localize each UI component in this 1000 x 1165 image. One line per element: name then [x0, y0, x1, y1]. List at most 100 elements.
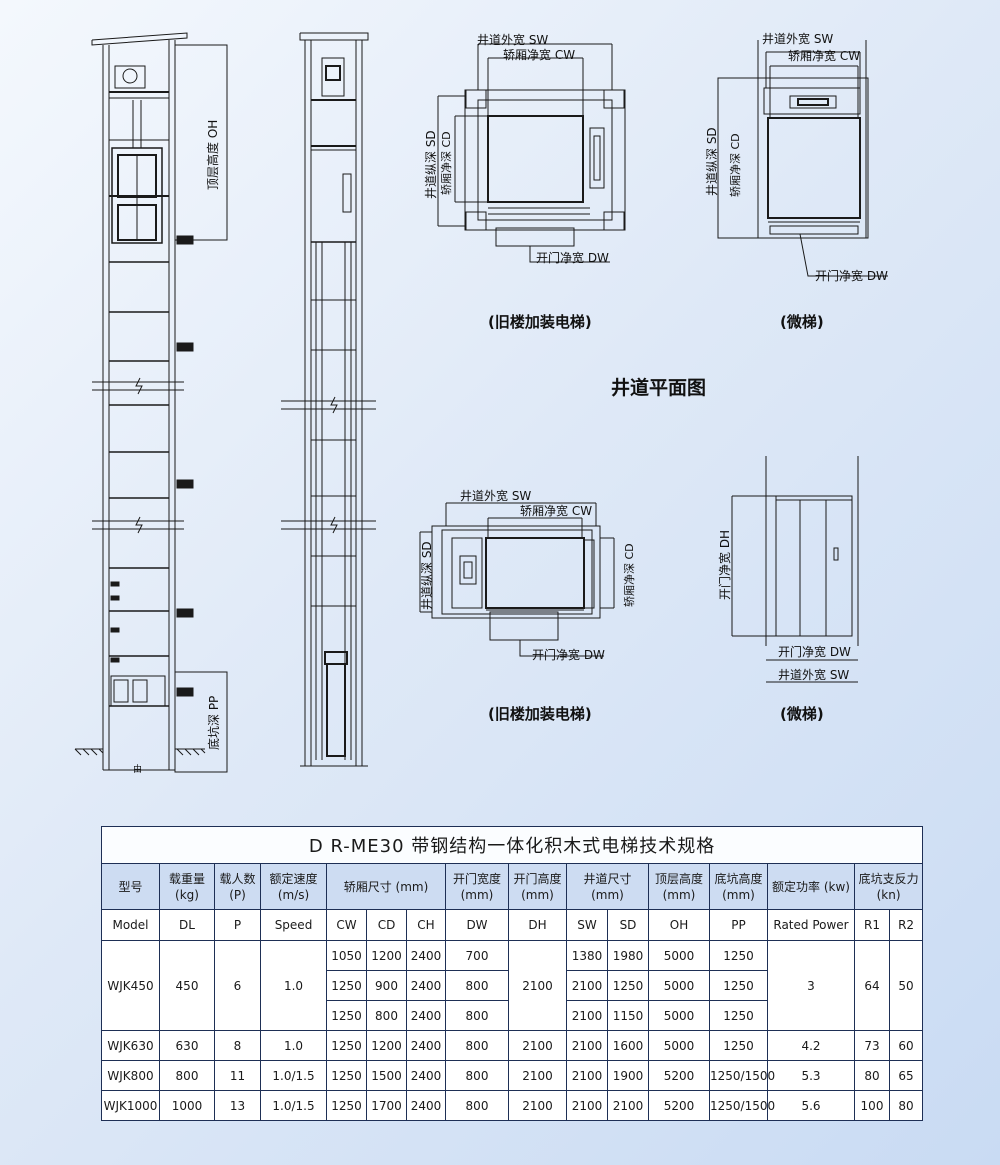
- cell-ch: 2400: [406, 1090, 446, 1121]
- hdr-car-size: 轿厢尺寸 (mm): [326, 863, 446, 910]
- cell-cw: 1250: [326, 1060, 367, 1091]
- label-top-floor-height: 顶层高度 OH: [206, 119, 220, 190]
- cell-sw: 2100: [566, 1000, 608, 1031]
- cell-dw: 800: [445, 1000, 509, 1031]
- cell-dw: 800: [445, 1060, 509, 1091]
- table-row: 1250 900 2400 800 2100 1250 5000 1250: [102, 970, 923, 1001]
- cell-r2: 60: [888, 1030, 924, 1061]
- en-hdr-ch: CH: [406, 909, 446, 941]
- elevator-drawings: [74, 32, 888, 773]
- cell-oh: 5000: [648, 940, 710, 971]
- cell-load: 800: [159, 1060, 215, 1091]
- table-row: WJK450 450 6 1.0 1050 1200 2400 700 2100…: [101, 940, 924, 1031]
- cell-sd: 2100: [607, 1090, 649, 1121]
- en-hdr-p: P: [214, 909, 261, 941]
- hdr-persons: 载人数 (P): [214, 863, 261, 910]
- cell-model: WJK1000: [101, 1090, 160, 1121]
- cell-dw: 800: [445, 970, 509, 1001]
- cell-ch: 2400: [406, 1000, 446, 1031]
- cell-sd: 1600: [607, 1030, 649, 1061]
- label-pit-mark: 由: [133, 765, 143, 775]
- cell-persons: 8: [214, 1030, 261, 1061]
- p1-label-door-width: 开门净宽 DW: [536, 251, 609, 265]
- p2-label-shaft-width: 井道外宽 SW: [762, 32, 834, 46]
- cell-pp: 1250/1500: [709, 1090, 775, 1121]
- p3-label-car-width: 轿厢净宽 CW: [520, 504, 593, 518]
- p2-label-shaft-depth: 井道纵深 SD: [705, 127, 719, 196]
- cell-cw: 1250: [326, 1090, 367, 1121]
- hdr-load: 载重量 (kg): [159, 863, 215, 910]
- en-hdr-speed: Speed: [260, 909, 327, 941]
- cell-r2: 80: [888, 1090, 924, 1121]
- cell-power: 3: [767, 940, 855, 1031]
- p2-caption: (微梯): [780, 313, 824, 331]
- cell-cd: 1200: [366, 940, 407, 971]
- hdr-shaft-size: 井道尺寸 (mm): [566, 863, 649, 910]
- table-row: WJK800 800 11 1.0/1.5 1250 1500 2400 800…: [101, 1060, 924, 1091]
- p2-label-door-width: 开门净宽 DW: [815, 269, 888, 283]
- en-hdr-cw: CW: [326, 909, 367, 941]
- cell-sd: 1250: [607, 970, 649, 1001]
- cell-ch: 2400: [406, 970, 446, 1001]
- cell-r1: 100: [854, 1090, 890, 1121]
- en-hdr-r1: R1: [854, 909, 890, 941]
- p3-label-door-width: 开门净宽 DW: [532, 648, 605, 662]
- hdr-power: 额定功率 (kw): [767, 863, 855, 910]
- cell-persons: 6: [214, 940, 261, 1031]
- plan-micro-top: [717, 40, 888, 277]
- p1-label-shaft-width: 井道外宽 SW: [477, 33, 549, 47]
- cell-dw: 800: [445, 1030, 509, 1061]
- cell-dh: 2100: [508, 1060, 567, 1091]
- spec-table-container: D R-ME30 带钢结构一体化积木式电梯技术规格 型号 载重量 (kg) 载人…: [100, 826, 924, 1121]
- cell-oh: 5000: [648, 970, 710, 1001]
- hdr-model: 型号: [101, 863, 160, 910]
- cell-pp: 1250: [709, 970, 768, 1001]
- plan-old-building-top: [437, 43, 626, 263]
- hdr-reaction: 底坑支反力 (kn): [853, 863, 924, 910]
- p3-label-shaft-width: 井道外宽 SW: [460, 489, 532, 503]
- p3-label-shaft-depth: 井道纵深 SD: [420, 541, 434, 610]
- cell-sw: 2100: [566, 970, 608, 1001]
- table-row: WJK1000 1000 13 1.0/1.5 1250 1700 2400 8…: [101, 1090, 924, 1121]
- cell-dh: 2100: [508, 1030, 567, 1061]
- en-hdr-sw: SW: [566, 909, 608, 941]
- hdr-oh: 顶层高度 (mm): [648, 863, 710, 910]
- cell-cd: 1700: [366, 1090, 407, 1121]
- cell-sd: 1980: [607, 940, 649, 971]
- table-row: WJK630 630 8 1.0 1250 1200 2400 800 2100…: [101, 1030, 924, 1061]
- cell-r1: 73: [854, 1030, 890, 1061]
- cell-pp: 1250: [709, 1030, 768, 1061]
- en-hdr-sd: SD: [607, 909, 649, 941]
- en-hdr-pp: PP: [709, 909, 768, 941]
- cell-cd: 800: [366, 1000, 407, 1031]
- cell-sw: 2100: [566, 1060, 608, 1091]
- p1-label-car-width: 轿厢净宽 CW: [503, 48, 576, 62]
- cell-sd: 1150: [607, 1000, 649, 1031]
- cell-oh: 5000: [648, 1000, 710, 1031]
- cell-r1: 64: [854, 940, 890, 1031]
- cell-r2: 65: [888, 1060, 924, 1091]
- cell-ch: 2400: [406, 1030, 446, 1061]
- cell-sw: 2100: [566, 1090, 608, 1121]
- p2-label-car-width: 轿厢净宽 CW: [788, 49, 861, 63]
- cell-dw: 700: [445, 940, 509, 971]
- cell-model: WJK800: [101, 1060, 160, 1091]
- en-hdr-oh: OH: [648, 909, 710, 941]
- cell-model: WJK450: [101, 940, 160, 1031]
- en-hdr-dw: DW: [445, 909, 509, 941]
- cell-cw: 1250: [326, 970, 367, 1001]
- p2-label-car-depth: 轿厢净深 CD: [729, 133, 742, 197]
- p4-label-door-width: 开门净宽 DW: [778, 645, 851, 659]
- cell-dh: 2100: [508, 1090, 567, 1121]
- cell-oh: 5200: [648, 1060, 710, 1091]
- plan-micro-bottom: [731, 456, 859, 683]
- cell-pp: 1250/1500: [709, 1060, 775, 1091]
- cell-cd: 1500: [366, 1060, 407, 1091]
- cell-speed: 1.0/1.5: [260, 1060, 327, 1091]
- cell-speed: 1.0: [260, 1030, 327, 1061]
- cell-pp: 1250: [709, 1000, 768, 1031]
- p4-label-shaft-width: 井道外宽 SW: [778, 668, 850, 682]
- en-hdr-dh: DH: [508, 909, 567, 941]
- cell-pp: 1250: [709, 940, 768, 971]
- cell-oh: 5200: [648, 1090, 710, 1121]
